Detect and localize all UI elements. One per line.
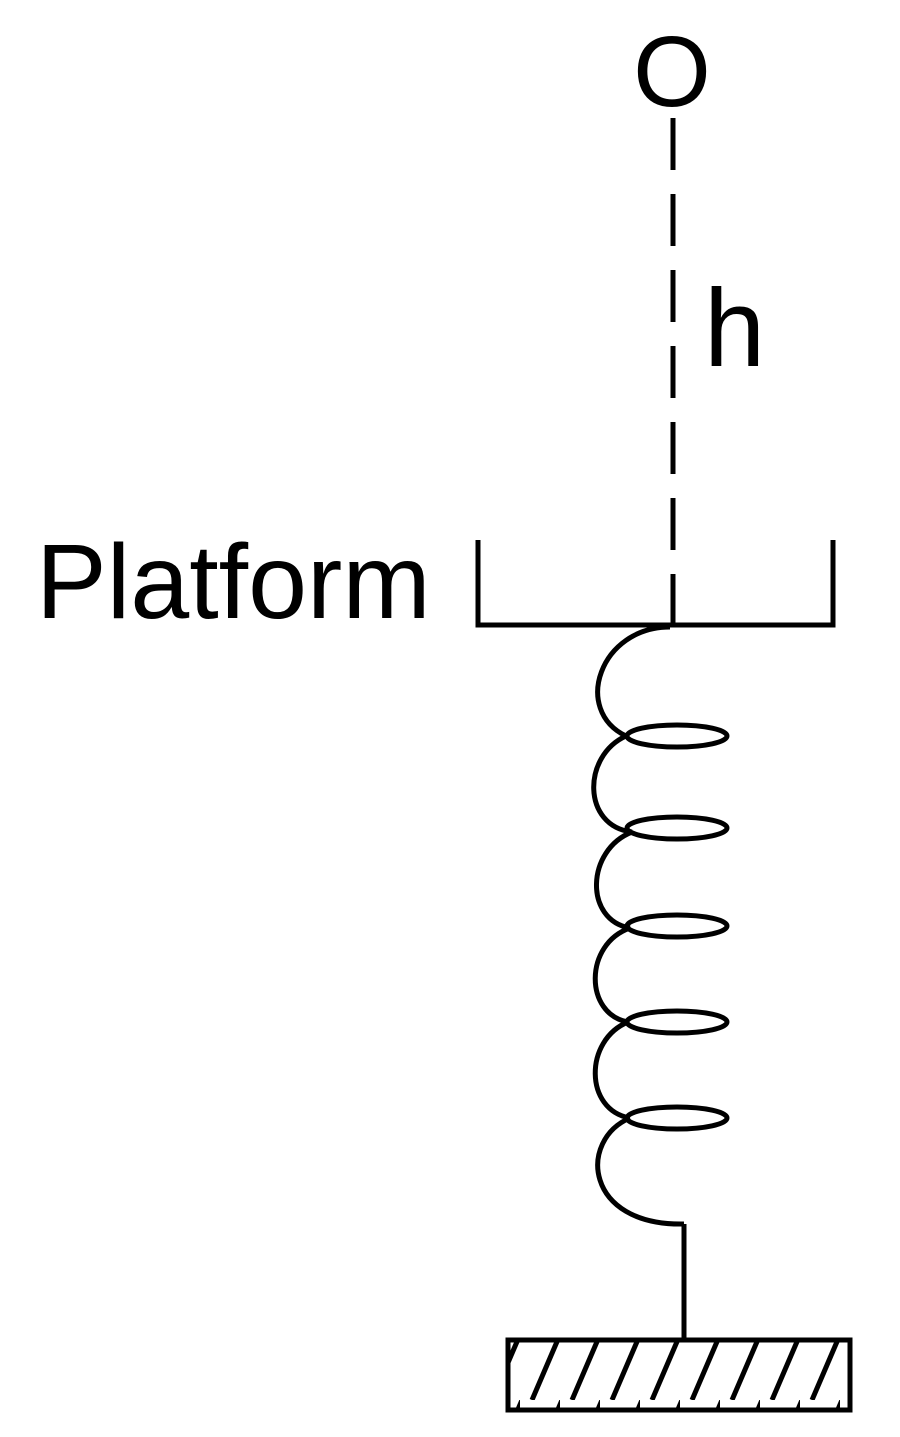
spring (591, 624, 730, 1340)
ball-label: O (633, 16, 711, 128)
platform (475, 540, 836, 628)
height-label: h (704, 267, 765, 390)
ground-base (505, 1337, 853, 1413)
platform-label: Platform (36, 523, 431, 641)
